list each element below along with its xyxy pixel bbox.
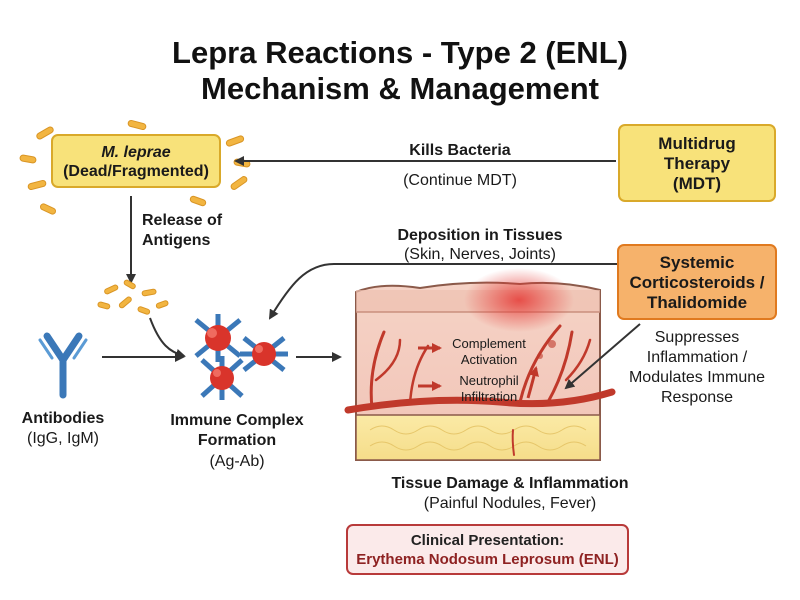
page-subtitle: Mechanism & Management — [201, 71, 599, 106]
mdt-box: Multidrug Therapy (MDT) — [618, 124, 776, 202]
tissue-damage-label: Tissue Damage & Inflammation — [391, 475, 629, 492]
release-antigens-line1: Release of — [142, 212, 223, 229]
antigen-fragments-icon — [97, 279, 169, 315]
mdt-line3: (MDT) — [672, 174, 722, 193]
mleprae-box: M. leprae (Dead/Fragmented) — [51, 134, 221, 188]
suppresses-line4: Response — [660, 389, 734, 406]
neutrophil-infiltration-label: Neutrophil Infiltration — [444, 373, 534, 405]
suppresses-label: Suppresses Inflammation / Modulates Immu… — [617, 328, 777, 408]
antibody-icon — [43, 332, 83, 399]
immune-complex-line2: Formation — [197, 432, 277, 449]
steroids-line1: Systemic — [659, 253, 735, 272]
mleprae-name: M. leprae — [101, 144, 171, 161]
immune-complex-icon — [194, 314, 288, 400]
neutrophil-line1: Neutrophil — [459, 373, 519, 388]
suppresses-line3: Modulates Immune — [628, 369, 766, 386]
antibodies-label: Antibodies — [21, 410, 105, 427]
mdt-line2: Therapy — [663, 154, 731, 173]
deposition-label: Deposition in Tissues — [397, 227, 563, 244]
mdt-line1: Multidrug — [658, 134, 736, 153]
complement-line2: Activation — [460, 352, 518, 367]
page-title: Lepra Reactions - Type 2 (ENL) — [172, 35, 628, 70]
mleprae-state: (Dead/Fragmented) — [63, 163, 209, 180]
tissue-damage-symptoms: (Painful Nodules, Fever) — [423, 495, 597, 512]
antibodies-types-label: (IgG, IgM) — [26, 430, 99, 447]
kills-bacteria-label: Kills Bacteria — [409, 142, 511, 159]
steroids-line2: Corticosteroids / — [629, 273, 765, 292]
clinical-title: Clinical Presentation: — [410, 532, 565, 549]
continue-mdt-label: (Continue MDT) — [403, 172, 517, 189]
immune-complex-line1: Immune Complex — [170, 412, 304, 429]
complement-line1: Complement — [452, 336, 526, 351]
suppresses-line1: Suppresses — [654, 329, 740, 346]
release-antigens-line2: Antigens — [142, 232, 211, 249]
clinical-presentation-box: Clinical Presentation: Erythema Nodosum … — [346, 524, 629, 575]
skin-tissue-illustration — [344, 268, 616, 461]
corticosteroids-box: Systemic Corticosteroids / Thalidomide — [617, 244, 777, 320]
clinical-diagnosis: Erythema Nodosum Leprosum (ENL) — [356, 551, 619, 568]
neutrophil-line2: Infiltration — [460, 389, 518, 404]
deposition-sites-label: (Skin, Nerves, Joints) — [403, 246, 557, 263]
suppresses-line2: Inflammation / — [646, 349, 748, 366]
complement-activation-label: Complement Activation — [444, 336, 534, 368]
immune-complex-sub: (Ag-Ab) — [209, 453, 265, 470]
steroids-line3: Thalidomide — [646, 293, 748, 312]
